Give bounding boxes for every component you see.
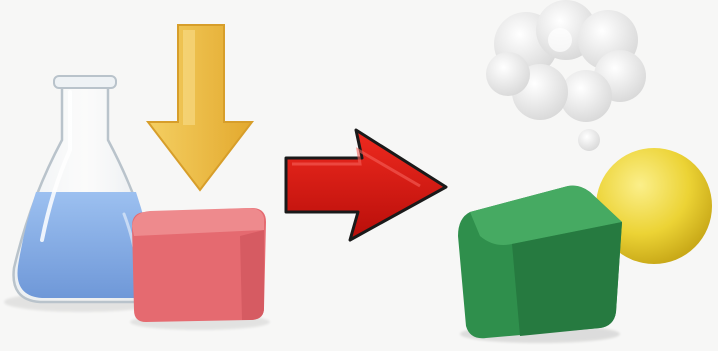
cloud-icon [486, 0, 646, 151]
arrow-right-icon [286, 130, 446, 240]
arrow-down-icon [148, 25, 252, 190]
red-cube-icon [130, 208, 270, 330]
green-cube-icon [458, 186, 622, 343]
